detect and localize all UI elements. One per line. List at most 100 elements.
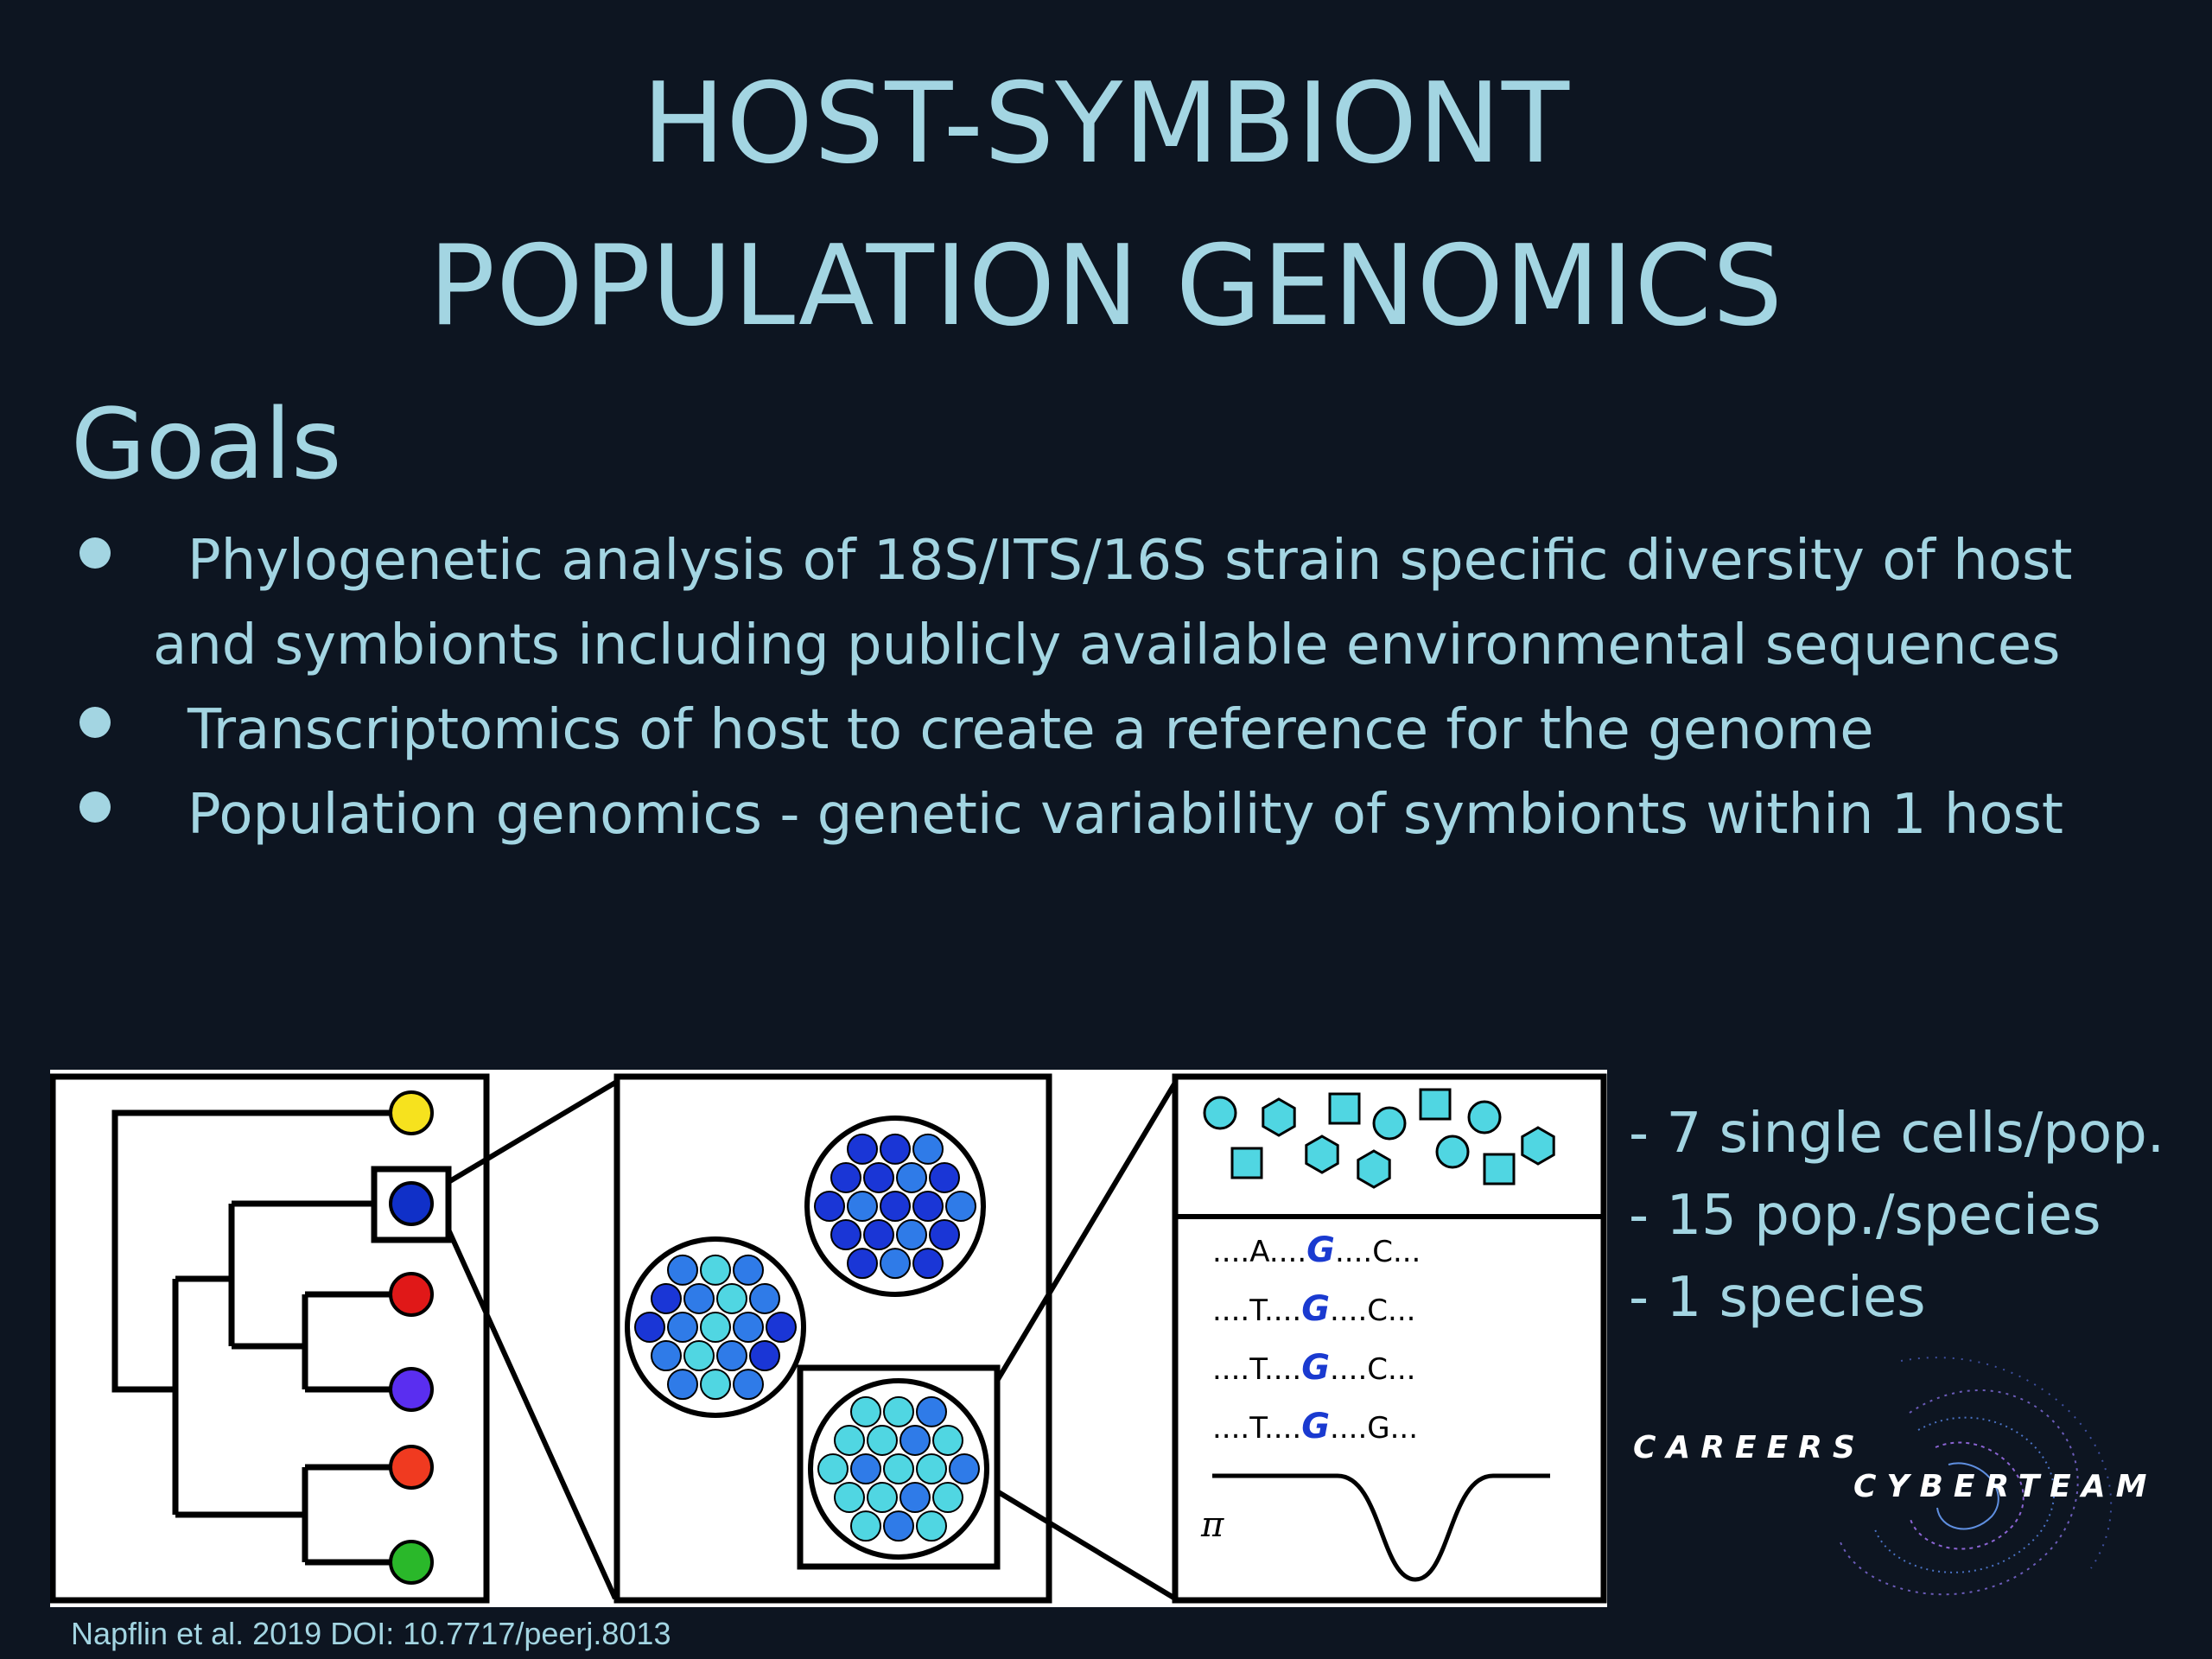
population-cell bbox=[667, 1369, 698, 1401]
population-cell bbox=[847, 1191, 878, 1222]
population-cell bbox=[896, 1219, 927, 1251]
population-cell bbox=[863, 1161, 894, 1193]
bullet-dot-icon bbox=[79, 791, 111, 823]
single-cell-square bbox=[1419, 1088, 1452, 1121]
population-cell bbox=[749, 1340, 780, 1372]
alignment-row-2: ....T....G....C... bbox=[1212, 1289, 1415, 1329]
single-cell-circle bbox=[1372, 1106, 1407, 1141]
zoom-line bbox=[995, 1489, 1177, 1601]
population-panel-border bbox=[613, 1073, 1052, 1604]
population-cell bbox=[716, 1282, 747, 1314]
single-cell-square bbox=[1483, 1153, 1516, 1185]
goals-list: Phylogenetic analysis of 18S/ITS/16S str… bbox=[71, 518, 2179, 857]
single-cell-square bbox=[1328, 1092, 1361, 1125]
population-cell bbox=[733, 1312, 764, 1343]
stat-species: - 1 species bbox=[1629, 1266, 1926, 1330]
zoom-line bbox=[995, 1081, 1178, 1382]
population-cell bbox=[916, 1453, 947, 1484]
snp-g: G bbox=[1301, 1289, 1330, 1329]
population-cell bbox=[949, 1453, 980, 1484]
careers-cyberteam-logo: CAREERS CYBERTEAM bbox=[1607, 1344, 2177, 1620]
population-cell bbox=[929, 1219, 960, 1251]
phylogenetic-tree bbox=[111, 1109, 409, 1566]
slide-title: HOST-SYMBIONT POPULATION GENOMICS bbox=[0, 43, 2212, 368]
population-cell bbox=[883, 1395, 914, 1427]
zoom-line bbox=[446, 1228, 618, 1600]
population-cell bbox=[883, 1453, 914, 1484]
sequence-alignment: ....A....G....C... ....T....G....C... ..… bbox=[1212, 1230, 1421, 1446]
population-cell bbox=[932, 1424, 963, 1456]
population-cell bbox=[830, 1219, 861, 1251]
population-cell bbox=[700, 1312, 731, 1343]
population-cell bbox=[667, 1254, 698, 1286]
population-cell bbox=[867, 1482, 898, 1514]
single-cell-hexagon bbox=[1521, 1126, 1555, 1166]
goal-item-1-line-2: and symbionts including publicly availab… bbox=[153, 613, 2061, 677]
population-cell bbox=[850, 1453, 881, 1484]
population-cell bbox=[929, 1161, 960, 1193]
sampling-scheme-figure: ....A....G....C... ....T....G....C... ..… bbox=[50, 1070, 1607, 1607]
title-line-1: HOST-SYMBIONT bbox=[642, 60, 1570, 188]
single-cell-circle bbox=[1467, 1100, 1502, 1135]
population-cell bbox=[847, 1133, 878, 1165]
single-cells bbox=[1203, 1088, 1555, 1189]
population-cell bbox=[667, 1312, 698, 1343]
single-cell-circle bbox=[1203, 1096, 1237, 1130]
population-cell bbox=[766, 1312, 797, 1343]
stat-pop-per-species: - 15 pop./species bbox=[1629, 1184, 2101, 1248]
population-cell bbox=[700, 1369, 731, 1401]
figure-svg: ....A....G....C... ....T....G....C... ..… bbox=[50, 1073, 1607, 1604]
single-cell-circle bbox=[1435, 1135, 1470, 1169]
alignment-row-1: ....A....G....C... bbox=[1212, 1230, 1421, 1270]
single-cell-hexagon bbox=[1262, 1097, 1296, 1137]
population-cell bbox=[863, 1219, 894, 1251]
population-cell bbox=[830, 1161, 861, 1193]
single-cell-hexagon bbox=[1305, 1135, 1339, 1174]
pi-label: π bbox=[1200, 1505, 1224, 1545]
bullet-dot-icon bbox=[79, 537, 111, 569]
population-cell bbox=[880, 1191, 911, 1222]
population-cell bbox=[847, 1248, 878, 1280]
logo-swirl-icon bbox=[1840, 1357, 2113, 1596]
tree-tip-circle bbox=[389, 1367, 434, 1412]
population-cell bbox=[834, 1482, 865, 1514]
snp-g: G bbox=[1301, 1348, 1330, 1388]
population-cell bbox=[867, 1424, 898, 1456]
stat-cells-per-pop: - 7 single cells/pop. bbox=[1629, 1102, 2165, 1166]
tree-tip-circle bbox=[389, 1445, 434, 1490]
single-cell-square bbox=[1230, 1147, 1263, 1179]
goal-item-3-text: Population genomics - genetic variabilit… bbox=[188, 783, 2063, 847]
population-cell bbox=[850, 1395, 881, 1427]
population-cell bbox=[834, 1424, 865, 1456]
population-cell bbox=[896, 1161, 927, 1193]
population-cell bbox=[899, 1482, 931, 1514]
population-cell bbox=[716, 1340, 747, 1372]
nucleotide-diversity-curve bbox=[1212, 1473, 1550, 1582]
population-cell bbox=[817, 1453, 849, 1484]
alignment-row-4: ....T....G....G... bbox=[1212, 1407, 1418, 1446]
snp-g: G bbox=[1306, 1230, 1335, 1270]
population-cell bbox=[880, 1248, 911, 1280]
goal-item-1-line-1: Phylogenetic analysis of 18S/ITS/16S str… bbox=[188, 529, 2073, 593]
snp-g: G bbox=[1301, 1407, 1330, 1446]
population-cell bbox=[932, 1482, 963, 1514]
population-cell bbox=[749, 1282, 780, 1314]
tree-tip-circle bbox=[389, 1540, 434, 1585]
population-cell bbox=[916, 1395, 947, 1427]
population-cell bbox=[912, 1133, 944, 1165]
population-cell bbox=[683, 1340, 715, 1372]
tree-tip-circle bbox=[389, 1181, 434, 1226]
alignment-row-3: ....T....G....C... bbox=[1212, 1348, 1415, 1388]
population-cell bbox=[634, 1312, 665, 1343]
population-cell bbox=[700, 1254, 731, 1286]
sampling-stats: - 7 single cells/pop. - 15 pop./species … bbox=[1629, 1093, 2164, 1339]
figure-citation: Napflin et al. 2019 DOI: 10.7717/peerj.8… bbox=[71, 1616, 671, 1651]
population-cell bbox=[733, 1254, 764, 1286]
logo-word-cyberteam: CYBERTEAM bbox=[1853, 1469, 2158, 1504]
population-cell bbox=[683, 1282, 715, 1314]
population-cell bbox=[912, 1191, 944, 1222]
tree-panel-border bbox=[50, 1073, 490, 1604]
population-cell bbox=[651, 1282, 682, 1314]
goal-item-2-text: Transcriptomics of host to create a refe… bbox=[188, 698, 1874, 762]
population-cell bbox=[651, 1340, 682, 1372]
